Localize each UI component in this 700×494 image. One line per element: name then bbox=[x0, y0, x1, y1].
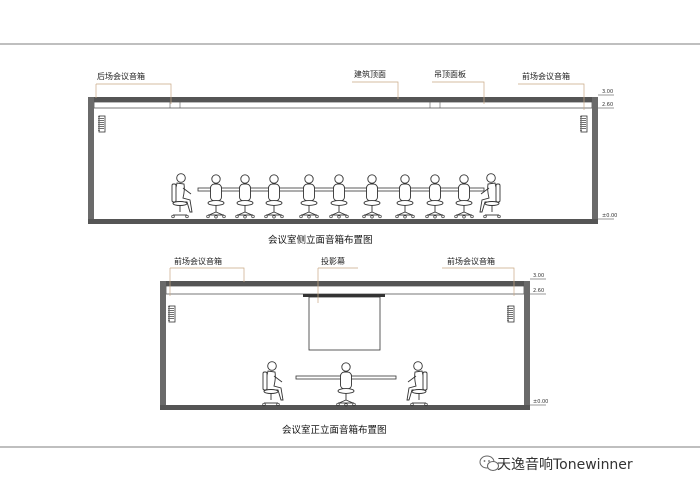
label-projection-screen: 投影幕 bbox=[321, 257, 345, 266]
label-front-speaker-left: 前场会议音箱 bbox=[174, 257, 222, 266]
front-view-caption: 会议室正立面音箱布置图 bbox=[282, 425, 387, 436]
label-front-speaker: 前场会议音箱 bbox=[522, 72, 570, 81]
front-elevation bbox=[160, 267, 546, 410]
label-building-ceiling: 建筑顶面 bbox=[354, 70, 386, 79]
front-speaker-icon bbox=[580, 115, 588, 133]
dim-front-ceiling: 2.60 bbox=[533, 288, 545, 294]
dim-front-top: 3.00 bbox=[533, 273, 545, 279]
dim-front-floor: ±0.00 bbox=[533, 399, 549, 405]
front-speaker-left-icon bbox=[168, 305, 176, 323]
wechat-icon bbox=[479, 455, 499, 471]
watermark-text: 天逸音响Tonewinner bbox=[497, 457, 633, 473]
label-suspended-ceiling: 吊顶面板 bbox=[434, 70, 466, 79]
projection-screen bbox=[308, 296, 381, 351]
dim-side-ceiling: 2.60 bbox=[602, 102, 614, 108]
front-speaker-right-icon bbox=[507, 305, 515, 323]
side-elevation bbox=[88, 81, 614, 224]
label-rear-speaker: 后场会议音箱 bbox=[97, 72, 145, 81]
dim-side-floor: ±0.00 bbox=[602, 213, 618, 219]
front-seats bbox=[262, 361, 428, 407]
label-front-speaker-right: 前场会议音箱 bbox=[447, 257, 495, 266]
dim-side-top: 3.00 bbox=[602, 89, 614, 95]
side-view-caption: 会议室侧立面音箱布置图 bbox=[268, 235, 373, 246]
watermark: 天逸音响Tonewinner bbox=[478, 454, 633, 474]
rear-speaker-icon bbox=[98, 115, 106, 133]
side-seats bbox=[171, 173, 501, 219]
